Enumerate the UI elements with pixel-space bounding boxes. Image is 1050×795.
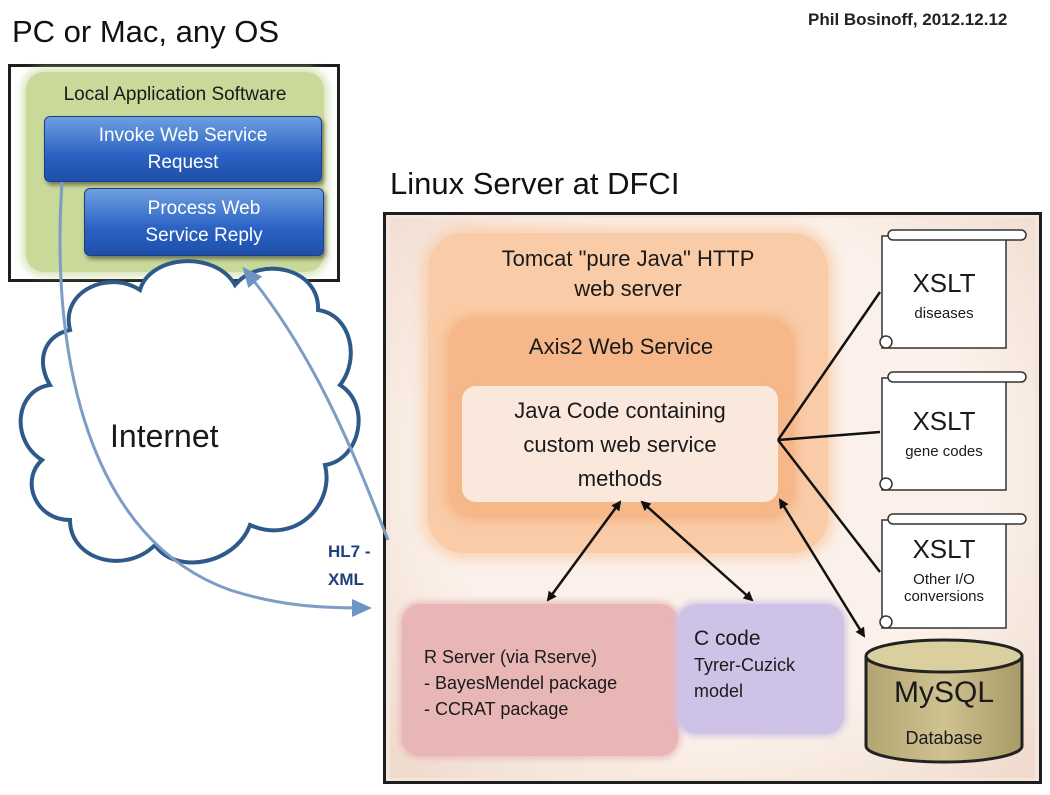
java-line-2: custom web service: [523, 432, 717, 457]
tomcat-line-2: web server: [574, 276, 682, 301]
xslt-scroll-icon: [879, 371, 1027, 491]
link-xslt-other: [777, 439, 881, 573]
xslt-genes-label: XSLT gene codes: [882, 406, 1006, 460]
hl7-label-line-1: HL7 -: [328, 542, 371, 561]
process-line-2: Service Reply: [145, 225, 263, 246]
internet-cloud-icon: [18, 259, 361, 565]
c-code-label: C code Tyrer-Cuzick model: [694, 626, 795, 704]
request-arrow: [58, 181, 372, 617]
process-reply-box: Process Web Service Reply: [84, 188, 324, 256]
linux-title: Linux Server at DFCI: [390, 166, 680, 201]
axis2-label: Axis2 Web Service: [528, 334, 714, 359]
xslt-scroll-icon: [879, 229, 1027, 349]
ccode-line-3: model: [694, 681, 744, 701]
link-xslt-diseases: [776, 291, 882, 441]
arrow-java-r: [546, 500, 622, 602]
invoke-line-1: Invoke Web Service: [98, 125, 268, 146]
invoke-request-box: Invoke Web Service Request: [44, 116, 322, 182]
internet-label: Internet: [110, 418, 219, 454]
java-line-1: Java Code containing: [514, 398, 726, 423]
java-code-label: Java Code containing custom web service …: [462, 394, 778, 496]
rserver-line-3: - CCRAT package: [424, 699, 569, 719]
mysql-sub: Database: [905, 728, 983, 748]
xslt-title: XSLT: [912, 534, 976, 564]
xslt-sub: gene codes: [905, 443, 983, 460]
xslt-other-label: XSLT Other I/O conversions: [882, 534, 1006, 605]
author-date: Phil Bosinoff, 2012.12.12: [808, 10, 1008, 29]
pc-title: PC or Mac, any OS: [12, 14, 280, 49]
xslt-sub: Other I/O: [913, 571, 975, 588]
xslt-title: XSLT: [912, 268, 976, 298]
arrow-java-c: [640, 500, 754, 602]
tomcat-label: Tomcat "pure Java" HTTP web server: [428, 244, 828, 304]
rserver-line-2: - BayesMendel package: [424, 673, 618, 693]
ccode-line-2: Tyrer-Cuzick: [694, 655, 796, 675]
xslt-sub-2: conversions: [903, 588, 985, 605]
xslt-diseases-label: XSLT diseases: [882, 268, 1006, 322]
xslt-scroll-icon: [879, 513, 1027, 629]
mysql-title: MySQL: [893, 676, 995, 709]
java-line-3: methods: [577, 466, 663, 491]
r-server-panel: [402, 604, 678, 756]
local-application-label: Local Application Software: [63, 84, 287, 105]
r-server-label: R Server (via Rserve) - BayesMendel pack…: [424, 644, 617, 722]
invoke-line-2: Request: [147, 152, 219, 173]
arrow-java-mysql: [778, 498, 866, 638]
process-line-1: Process Web: [147, 198, 261, 219]
ccode-line-1: C code: [694, 627, 761, 650]
xslt-sub: diseases: [914, 305, 974, 322]
hl7-label-line-2: XML: [328, 570, 364, 589]
reply-arrow: [242, 266, 390, 541]
rserver-line-1: R Server (via Rserve): [424, 647, 598, 667]
database-icon: [864, 638, 1024, 764]
xslt-title: XSLT: [912, 406, 976, 436]
tomcat-line-1: Tomcat "pure Java" HTTP: [501, 246, 755, 271]
link-xslt-genes: [777, 430, 881, 442]
java-code-panel: [462, 386, 778, 502]
